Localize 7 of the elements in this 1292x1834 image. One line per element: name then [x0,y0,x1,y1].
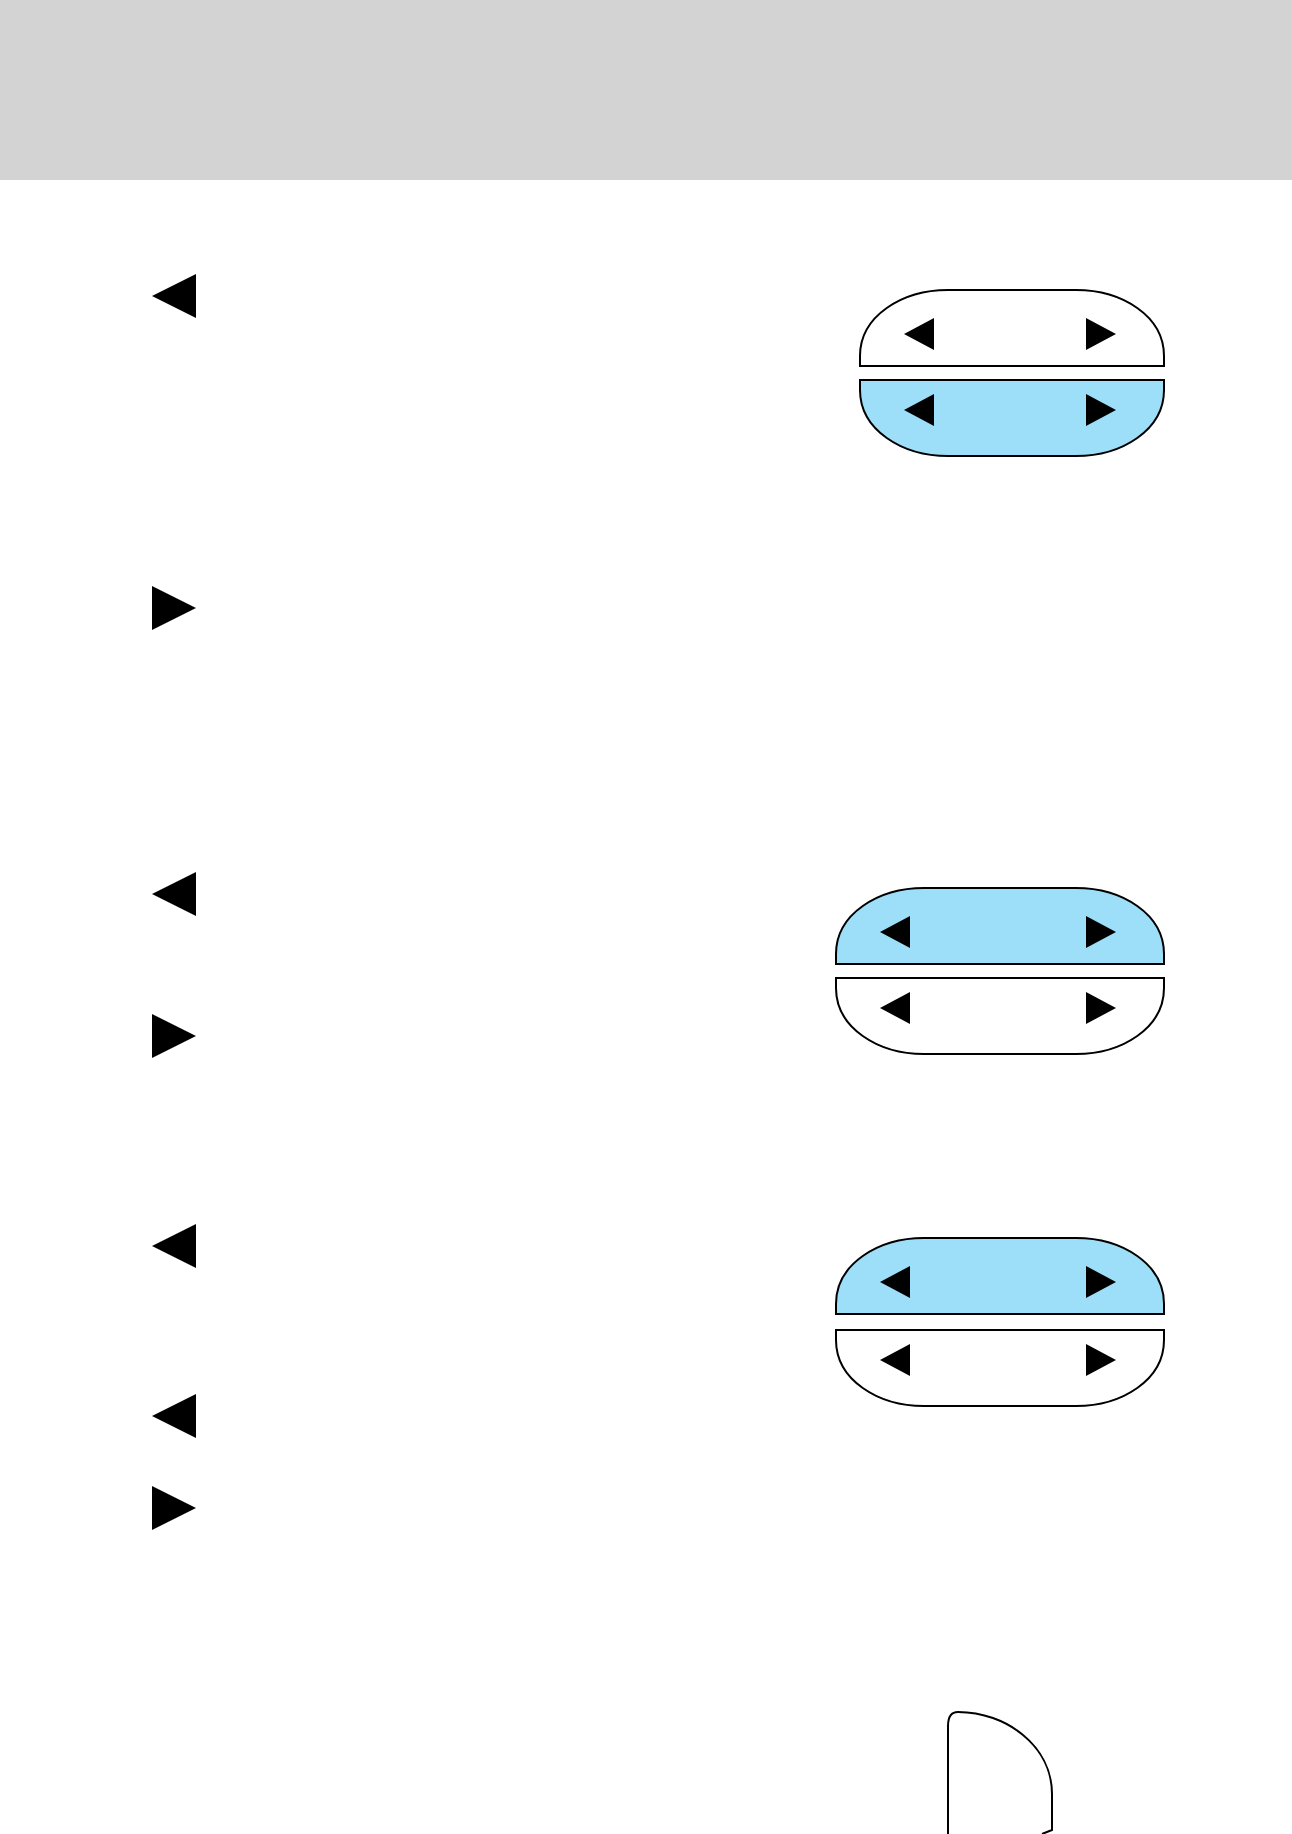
upper-button [834,1236,1166,1316]
upper-button [858,288,1166,368]
lower-button [834,1328,1166,1408]
lower-button [858,378,1166,458]
lower-button [834,976,1166,1056]
upper-button [834,886,1166,966]
page-tab [946,1710,1054,1834]
